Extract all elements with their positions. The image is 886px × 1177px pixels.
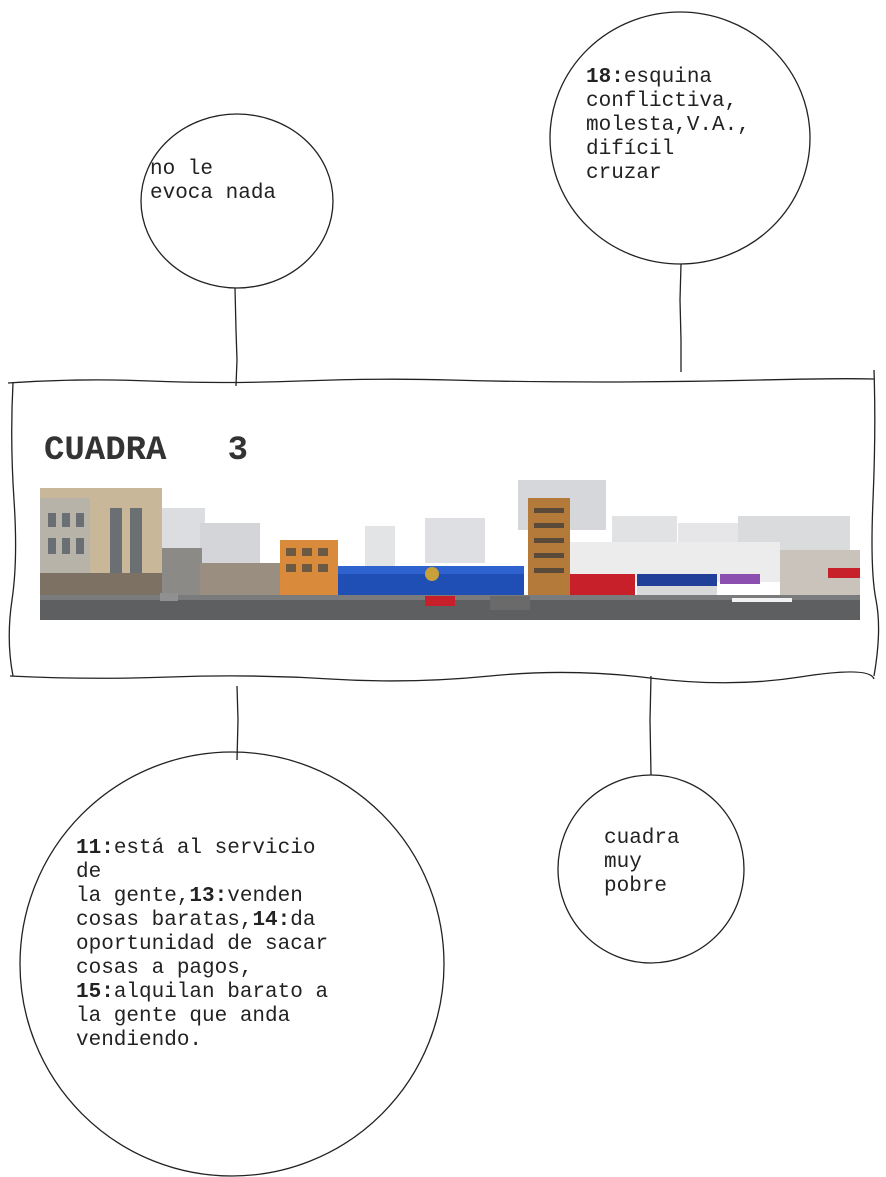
connector-bottom-right [649, 675, 652, 776]
bubble-top-right-outline [549, 11, 811, 265]
bottom-left-line: la gente,13:venden [76, 885, 328, 909]
line-text: evoca nada [150, 182, 277, 205]
line-text: da [290, 909, 316, 932]
line-text: cuadra [604, 827, 680, 850]
street-panorama-photo [40, 478, 860, 628]
line-text: esquina [623, 66, 713, 89]
connector-top-left [234, 287, 238, 387]
top-right-line: cruzar [586, 162, 750, 186]
top-left-line: no le [150, 158, 276, 182]
frame-right [871, 369, 880, 677]
line-text: alquilan barato a [113, 981, 329, 1004]
top-right-line: 18:esquina [586, 66, 750, 90]
bottom-left-line: vendiendo. [76, 1029, 328, 1053]
frame-top [7, 378, 875, 384]
line-text: muy [604, 851, 642, 874]
bottom-right-line: pobre [604, 875, 680, 899]
line-text: vendiendo. [76, 1029, 203, 1052]
line-prefix: cosas baratas, [76, 909, 253, 932]
line-text: cruzar [586, 162, 662, 185]
bottom-right-line: muy [604, 851, 680, 875]
bottom-left-line: de [76, 861, 328, 885]
bottom-left-line: oportunidad de sacar [76, 933, 328, 957]
response-number: 15: [76, 981, 114, 1004]
block-title: CUADRA 3 [44, 432, 249, 470]
top-right-line: difícil [586, 138, 750, 162]
line-text: pobre [604, 875, 668, 898]
line-text: la gente que anda [76, 1005, 291, 1028]
bottom-left-line: 15:alquilan barato a [76, 981, 328, 1005]
bottom-left-line: 11:está al servicio [76, 837, 328, 861]
bottom-left-line: cosas a pagos, [76, 957, 328, 981]
response-number: 14: [252, 909, 291, 932]
bottom-left-line: la gente que anda [76, 1005, 328, 1029]
response-number: 18: [586, 66, 624, 89]
connector-top-right [679, 263, 682, 372]
top-right-line: molesta,V.A., [586, 114, 750, 138]
frame-left [8, 382, 17, 677]
line-prefix: la gente, [76, 885, 190, 908]
line-text: venden [227, 885, 303, 908]
line-text: no le [150, 158, 214, 181]
line-text: cosas a pagos, [76, 957, 253, 980]
response-number: 11: [76, 837, 114, 860]
bubble-bottom-left-outline [19, 751, 445, 1177]
top-right-line: conflictiva, [586, 90, 750, 114]
bottom-left-line: cosas baratas,14:da [76, 909, 328, 933]
line-text: difícil [586, 138, 675, 161]
line-text: está al servicio [113, 837, 316, 860]
line-text: oportunidad de sacar [76, 933, 329, 956]
bubble-top-left-outline [140, 113, 334, 289]
connector-bottom-left [236, 685, 239, 761]
frame-bottom [9, 671, 875, 684]
line-text: conflictiva, [586, 90, 738, 113]
response-number: 13: [189, 885, 228, 908]
bottom-right-line: cuadra [604, 827, 680, 851]
line-text: molesta,V.A., [586, 114, 750, 137]
line-text: de [76, 861, 102, 884]
top-left-line: evoca nada [150, 182, 276, 206]
